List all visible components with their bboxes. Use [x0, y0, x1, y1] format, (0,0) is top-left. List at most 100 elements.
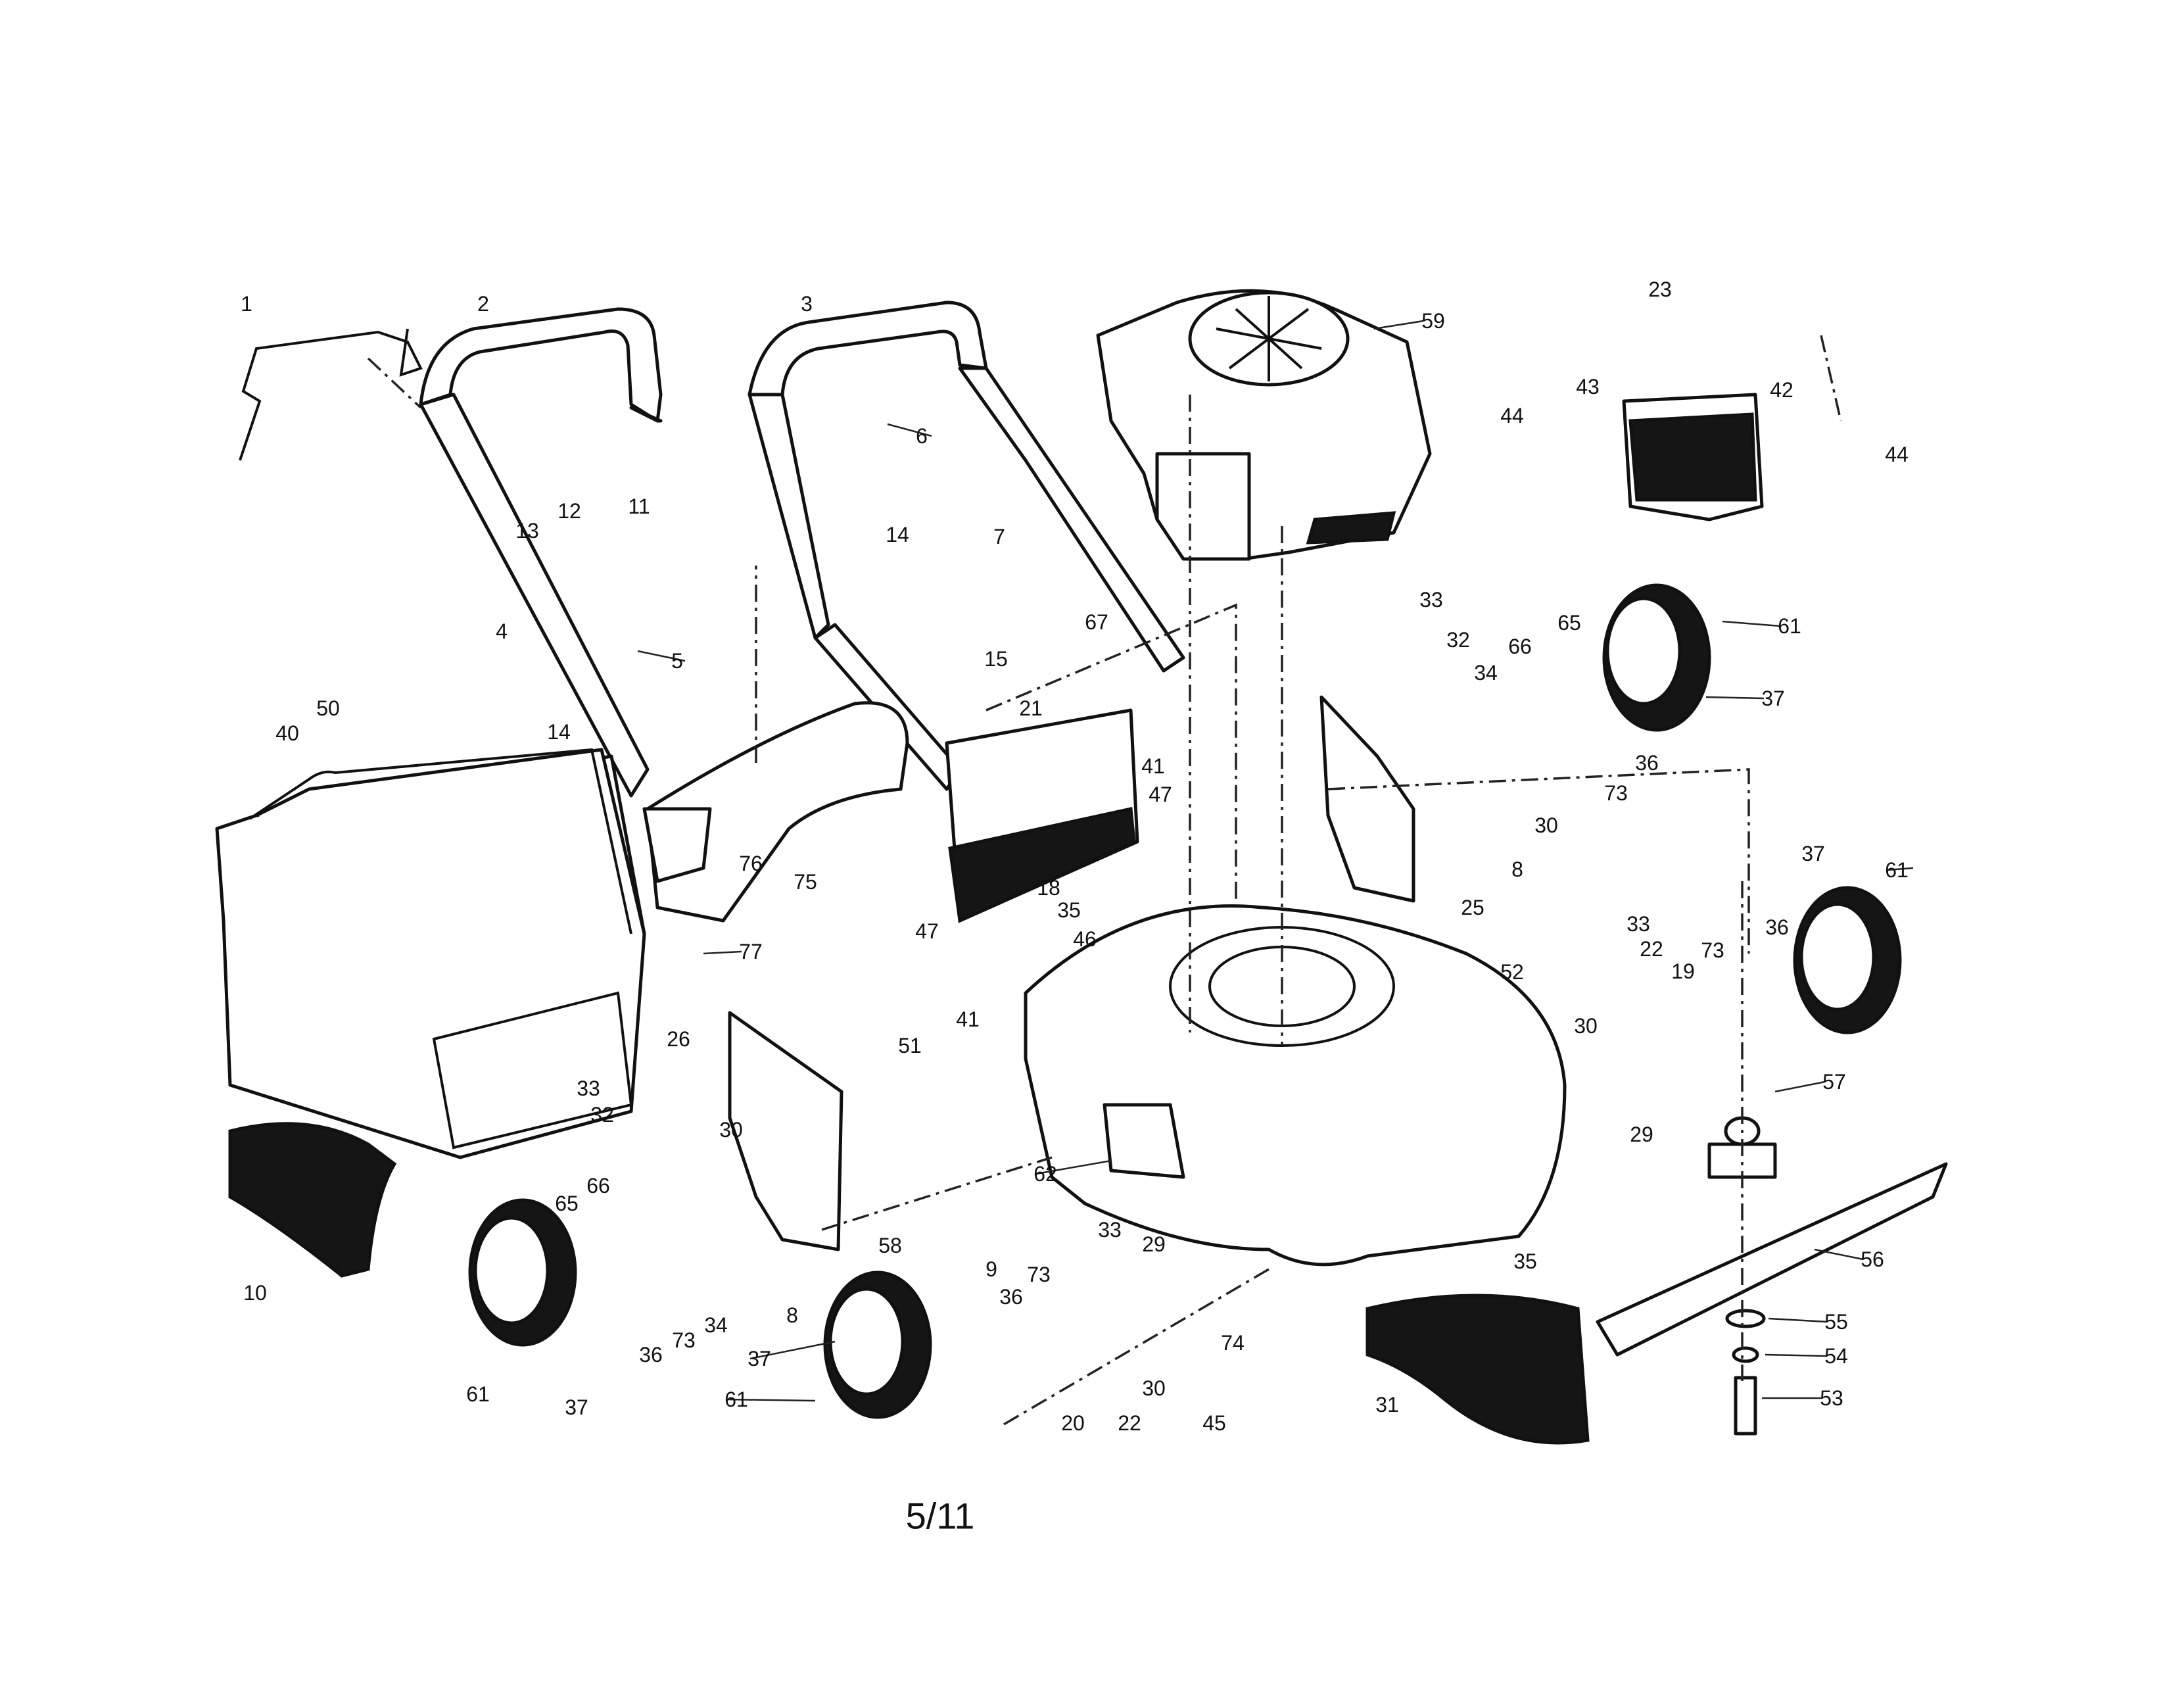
callout-c61a: 61: [1778, 614, 1801, 638]
callout-c5: 5: [671, 649, 683, 673]
callout-c10: 10: [243, 1281, 267, 1305]
callout-c61b: 61: [1885, 858, 1909, 882]
callout-c47b: 47: [915, 919, 939, 943]
callout-c41a: 41: [1141, 754, 1165, 778]
callout-c4: 4: [496, 619, 508, 643]
callout-c35a: 35: [1057, 898, 1081, 922]
height-adjuster-rear-right: [1319, 695, 1415, 903]
callout-c67: 67: [1085, 610, 1108, 634]
callout-c21: 21: [1019, 696, 1043, 720]
callout-c37c: 37: [565, 1395, 588, 1419]
callout-c53: 53: [1820, 1386, 1843, 1410]
callout-c7: 7: [993, 525, 1005, 548]
callout-c42: 42: [1770, 378, 1793, 402]
callout-c36a: 36: [1635, 751, 1659, 775]
callout-c47a: 47: [1149, 783, 1172, 806]
callout-c32b: 32: [590, 1103, 614, 1127]
callout-c58: 58: [878, 1234, 902, 1257]
callout-c44a: 44: [1500, 404, 1524, 427]
callout-c44b: 44: [1885, 443, 1909, 466]
leader-lines: [637, 320, 1914, 1402]
callout-c33d: 33: [1098, 1218, 1122, 1242]
callout-c8a: 8: [1511, 858, 1523, 881]
mulch-plug: [646, 701, 909, 923]
callout-c52: 52: [1500, 960, 1524, 984]
callout-c40: 40: [275, 721, 299, 745]
wheel-front-left: [468, 1198, 577, 1347]
callout-c2: 2: [477, 292, 489, 316]
callout-c31: 31: [1375, 1393, 1399, 1417]
callout-c35b: 35: [1513, 1249, 1537, 1273]
assembly-lines: [367, 335, 1842, 1428]
callout-c65a: 65: [1557, 611, 1581, 635]
callout-c14b: 14: [547, 720, 571, 744]
callout-c15: 15: [984, 647, 1008, 671]
callout-c29b: 29: [1142, 1232, 1166, 1256]
callout-c22b: 22: [1118, 1411, 1141, 1435]
callout-c25: 25: [1461, 896, 1484, 919]
callout-c37a: 37: [1761, 687, 1785, 710]
callout-c36b: 36: [1765, 915, 1789, 939]
height-adjuster-front-left: [728, 1011, 843, 1251]
callout-c65b: 65: [555, 1192, 579, 1215]
lower-control-bar: [239, 328, 423, 461]
rear-deflector: [1622, 393, 1764, 521]
upper-handle: [419, 307, 663, 798]
callout-c18: 18: [1037, 876, 1060, 900]
callout-c33b: 33: [1626, 912, 1650, 936]
callout-c34b: 34: [704, 1313, 728, 1337]
callout-c33c: 33: [577, 1077, 600, 1100]
callout-c36d: 36: [999, 1285, 1023, 1309]
callout-c34a: 34: [1474, 661, 1498, 685]
bag-hanger-bracket: [642, 807, 712, 883]
callout-c19: 19: [1671, 959, 1695, 983]
callout-c54: 54: [1824, 1344, 1848, 1368]
callout-c9: 9: [985, 1257, 997, 1281]
callout-c73a: 73: [1604, 781, 1628, 805]
side-discharge-door: [1365, 1294, 1590, 1445]
callout-c12: 12: [558, 499, 581, 523]
callout-c55: 55: [1824, 1310, 1848, 1334]
callout-c73d: 73: [1027, 1263, 1051, 1286]
wheel-rear-right: [1602, 583, 1711, 732]
blade-bolt: [1725, 1309, 1766, 1436]
callout-c73c: 73: [672, 1328, 696, 1352]
callout-c73b: 73: [1701, 938, 1724, 962]
callout-c11: 11: [628, 495, 650, 518]
callout-c74: 74: [1221, 1331, 1245, 1355]
grass-bag: [215, 748, 646, 1159]
callout-c13: 13: [515, 519, 539, 543]
callout-c37d: 37: [748, 1347, 771, 1370]
callout-c14a: 14: [886, 523, 909, 546]
callout-c37b: 37: [1801, 842, 1825, 865]
engine: [1096, 289, 1432, 561]
callout-c51: 51: [898, 1034, 922, 1057]
callout-c30b: 30: [1574, 1014, 1598, 1038]
rear-baffle: [945, 708, 1139, 923]
callout-c77: 77: [739, 940, 763, 963]
callout-c45: 45: [1202, 1411, 1226, 1435]
callout-c46: 46: [1073, 927, 1097, 951]
wheel-rear-left: [823, 1271, 932, 1419]
callout-c30d: 30: [1142, 1376, 1166, 1400]
callout-c62: 62: [1033, 1162, 1057, 1186]
callout-c33a: 33: [1419, 588, 1443, 612]
callout-c36c: 36: [639, 1343, 663, 1367]
callout-c8b: 8: [786, 1303, 798, 1327]
callout-c30c: 30: [719, 1118, 743, 1142]
wheel-front-right: [1793, 886, 1902, 1034]
callout-c50: 50: [316, 696, 340, 720]
callout-c1: 1: [241, 292, 252, 316]
rear-flap: [228, 1122, 397, 1278]
callout-c76: 76: [739, 852, 763, 875]
callout-c43: 43: [1576, 375, 1600, 399]
callout-c75: 75: [794, 870, 817, 894]
callout-c23: 23: [1648, 278, 1672, 301]
callout-c22a: 22: [1640, 937, 1663, 961]
callout-c30a: 30: [1534, 813, 1558, 837]
callout-c26: 26: [667, 1027, 690, 1051]
callout-c29a: 29: [1630, 1123, 1653, 1146]
callout-c32a: 32: [1446, 628, 1470, 652]
